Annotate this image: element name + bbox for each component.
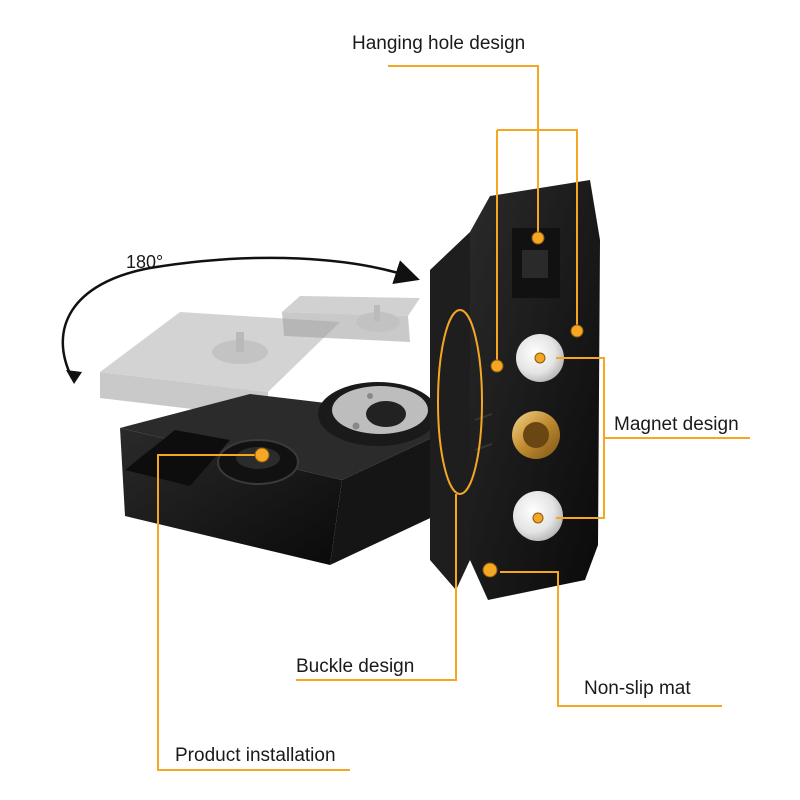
callout-dot-right-hole — [570, 324, 584, 338]
callout-dot-left-hole — [490, 359, 504, 373]
rotation-arrow-tail — [66, 370, 82, 384]
callout-line-nonslip — [500, 571, 722, 707]
label-buckle-design: Buckle design — [296, 656, 415, 677]
callout-lines — [157, 65, 750, 771]
callout-dot-nonslip — [482, 562, 498, 578]
buckle-highlight-ellipse — [437, 309, 483, 495]
callout-dot-upper-magnet — [534, 352, 546, 364]
callout-dot-hanging — [531, 231, 545, 245]
label-magnet-design: Magnet design — [614, 414, 739, 435]
callout-line-install — [157, 454, 350, 771]
callout-line-hanging — [388, 65, 539, 236]
rotation-angle-label: 180° — [126, 252, 164, 272]
callout-line-hanging-bracket — [496, 129, 578, 365]
callout-dots — [254, 231, 584, 578]
rotation-collar — [318, 382, 438, 446]
brass-thread-insert — [512, 411, 560, 459]
vertical-bracket — [430, 180, 600, 600]
callout-line-buckle — [296, 494, 457, 681]
label-hanging-hole-design: Hanging hole design — [352, 33, 526, 54]
label-product-installation: Product installation — [175, 745, 336, 766]
ghost-plate-back — [282, 296, 420, 342]
callout-line-magnet — [556, 357, 750, 519]
label-non-slip-mat: Non-slip mat — [584, 678, 691, 699]
callout-dot-lower-magnet — [532, 512, 544, 524]
callout-dot-install — [254, 447, 270, 463]
rotation-arrow — [61, 256, 420, 379]
